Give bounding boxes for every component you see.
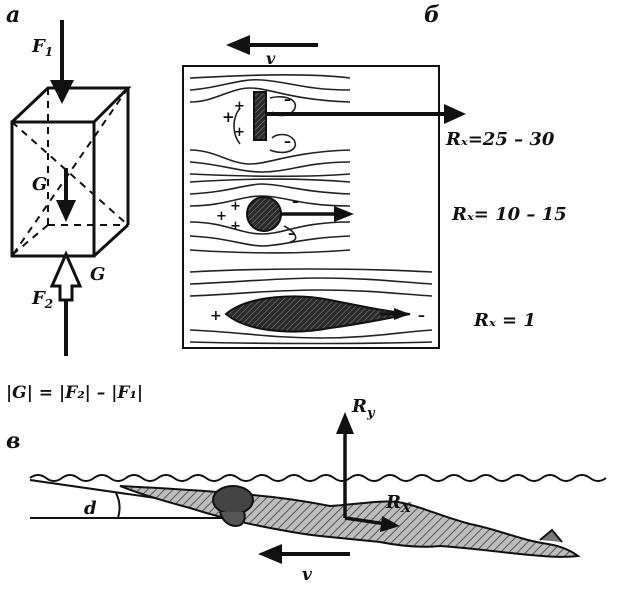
panel-c: в d Ry RX [6,396,607,585]
plate-shape [253,91,267,141]
flow-row-streamlined: + – Rₓ = 1 [189,268,536,345]
buoyancy-formula: |G| = |F₂| – |F₁| [6,383,143,403]
gravity-arrow [56,168,76,222]
drag-arrow-sphere [281,206,354,222]
velocity-arrow-b [226,35,318,55]
sphere-plus-signs-2: + [230,199,241,214]
sphere-plus-signs: + [216,209,227,224]
drag-label-swimmer: RX [385,492,412,516]
streamlines-streamlined [189,268,433,345]
sphere-minus-signs: – [292,194,299,210]
lift-label: Ry [351,396,376,421]
force-top-arrow [50,20,74,104]
force-bottom-arrow [49,250,83,356]
plate-plus-signs-3: + [234,125,245,140]
angle-label: d [84,498,97,519]
velocity-label-c: v [302,565,313,585]
flow-row-plate: + + + – – Rₓ=25 – 30 [189,74,555,178]
swimmer-head [212,485,254,515]
rx-label-streamlined: Rₓ = 1 [473,310,536,331]
swimmer [119,485,581,558]
force-top-label: F1 [31,36,53,59]
plate-minus-signs: – [284,92,291,108]
plate-plus-signs-2: + [234,99,245,114]
sphere-plus-signs-3: + [230,219,241,234]
drag-arrow-swimmer [344,516,400,532]
drag-arrow-plate [266,104,466,124]
plate-plus-signs: + [222,108,235,126]
gravity-label: G [32,174,47,195]
panel-a: a F1 G [6,2,143,403]
velocity-arrow-c [258,544,350,564]
drag-arrow-streamlined [380,308,410,320]
panel-c-letter: в [6,428,20,454]
rx-label-sphere: Rₓ= 10 – 15 [451,204,567,225]
rx-label-plate: Rₓ=25 – 30 [445,129,555,150]
lift-arrow [336,412,354,518]
streamlines-plate [189,74,351,178]
streamlines-sphere [189,178,351,254]
cube-side-label: G [90,264,105,285]
cube [10,86,132,258]
flow-frame [182,65,440,349]
water-surface [29,474,607,482]
velocity-label-b: v [266,49,276,68]
panel-b-letter: б [424,2,440,28]
plate-minus-signs-2: – [284,134,291,150]
force-bottom-label: F2 [31,288,53,311]
angle-arc [115,492,121,519]
panel-a-letter: a [6,2,20,28]
flow-row-sphere: + + + – – Rₓ= 10 – 15 [189,178,567,254]
panel-b: б v + + + – [182,2,567,349]
sphere-minus-signs-2: – [288,226,295,242]
streamlined-minus-sign: – [418,308,425,324]
sphere-shape [246,196,282,232]
streamlined-plus-sign: + [210,308,222,324]
